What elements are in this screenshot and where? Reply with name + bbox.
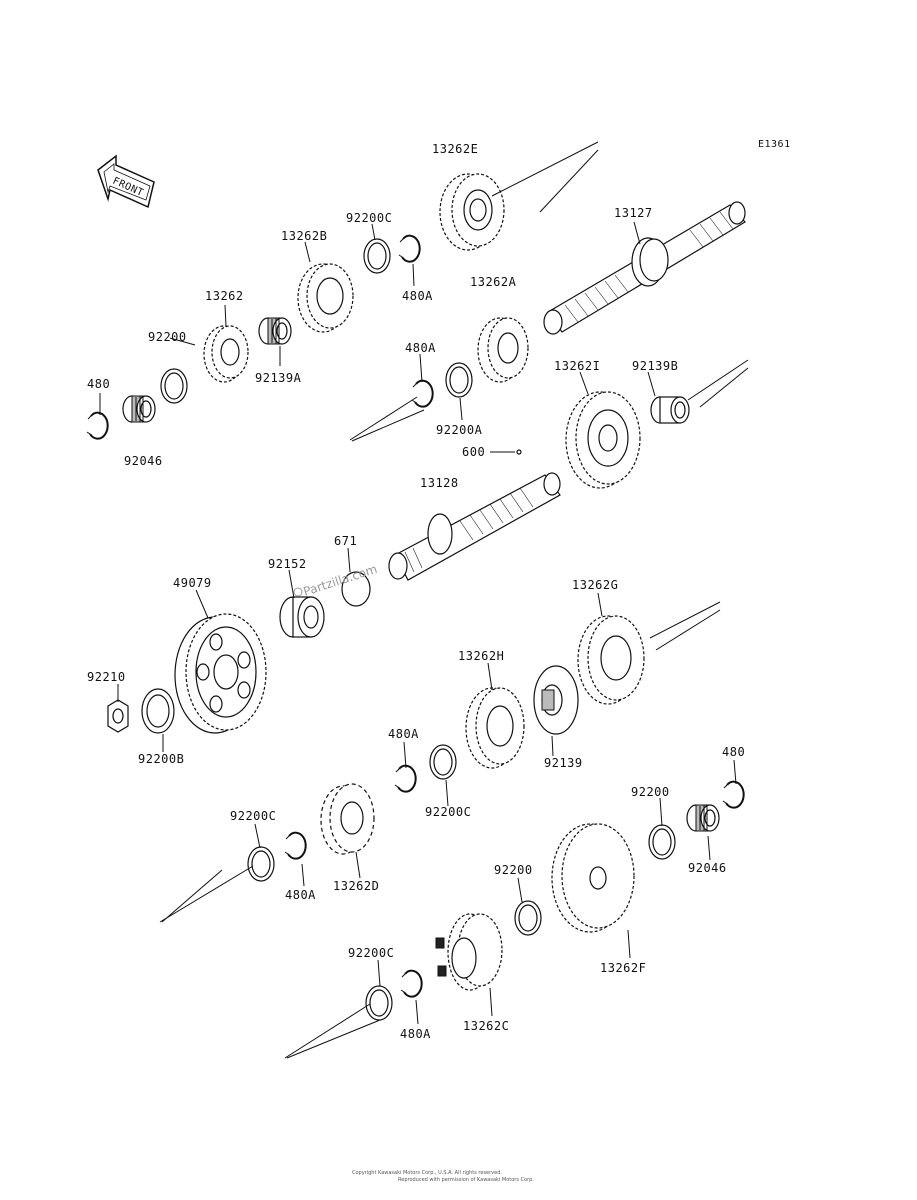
label-92200C-top: 92200C [346,211,392,225]
label-671: 671 [334,534,357,548]
bushing-92139B [650,396,690,424]
label-13262A: 13262A [470,275,517,289]
footer-line-1: Copyright Kawasaki Motors Corp., U.S.A. … [352,1170,502,1176]
washer-92200A [445,362,473,398]
washer-92200C-top [363,238,391,274]
circlip-480-left [86,411,109,440]
part-labels: E1361 13262E 13127 92200C 13262B 480A 13… [87,139,791,1041]
gear-13262E [439,173,505,251]
label-92200C-bottom: 92200C [348,946,394,960]
gear-13262D [320,783,375,855]
label-13262H: 13262H [458,649,504,663]
leader-lines [99,221,737,1025]
washer-92200C-mid [429,744,457,780]
oring-671 [341,571,371,607]
gear-13262H [465,687,525,769]
bushing-92139 [533,665,579,735]
label-92139A: 92139A [255,371,302,385]
label-13262B: 13262B [281,229,327,243]
label-92200-right: 92200 [631,785,670,799]
label-13262F: 13262F [600,961,646,975]
label-92200B: 92200B [138,752,184,766]
label-13127: 13127 [614,206,653,220]
label-13262G: 13262G [572,578,618,592]
circlip-480A-top [398,234,421,263]
label-92200A: 92200A [436,423,483,437]
label-92152: 92152 [268,557,307,571]
label-92200-low: 92200 [494,863,533,877]
bearing-92139A [258,317,292,345]
shaft-13127 [543,201,746,335]
label-480A-low: 480A [388,727,419,741]
gear-13262A [477,317,529,383]
gear-13262 [203,325,249,383]
bearing-92046-left [122,395,156,423]
circlip-480-right [722,780,745,809]
washer-92200C-left [247,846,275,882]
circlip-480A-low [394,764,417,793]
circlip-480A-mid [411,379,434,408]
label-92200C-mid: 92200C [425,805,471,819]
gear-13262C [435,913,503,991]
label-92046-left: 92046 [124,454,163,468]
label-92210: 92210 [87,670,126,684]
shaft-13128 [388,472,561,581]
label-13262C: 13262C [463,1019,509,1033]
label-480A-mid: 480A [405,341,436,355]
gear-13262B [297,263,354,333]
label-480A-bottom: 480A [400,1027,431,1041]
label-13262E: 13262E [432,142,478,156]
sprocket-49079 [174,613,267,734]
circlip-480A-left [284,831,307,860]
circlip-480A-bottom [400,969,423,998]
label-92139: 92139 [544,756,583,770]
label-600: 600 [462,445,485,459]
gear-13262F [551,823,635,933]
label-92046-right: 92046 [688,861,727,875]
label-480-left: 480 [87,377,110,391]
bearing-92152 [279,596,325,638]
footer-line-2: Reproduced with permission of Kawasaki M… [398,1177,534,1183]
washer-92200-low [514,900,542,936]
label-13262I: 13262I [554,359,600,373]
gear-13262G [577,615,645,705]
label-92200C-left: 92200C [230,809,276,823]
label-92200-left: 92200 [148,330,187,344]
label-13262: 13262 [205,289,244,303]
label-92139B: 92139B [632,359,678,373]
washer-92200-left [160,368,188,404]
label-13128: 13128 [420,476,459,490]
label-480A-top: 480A [402,289,433,303]
label-480A-left: 480A [285,888,316,902]
label-49079: 49079 [173,576,212,590]
diagram-code: E1361 [758,139,791,150]
washer-92200-right [648,824,676,860]
gear-13262I [565,391,641,489]
label-480-right: 480 [722,745,745,759]
washer-92200C-bottom [365,985,393,1021]
nut-92210 [107,699,129,733]
watermark-icon [293,587,303,597]
label-13262D: 13262D [333,879,379,893]
bearing-92046-right [686,804,720,832]
front-arrow-icon [97,154,155,209]
